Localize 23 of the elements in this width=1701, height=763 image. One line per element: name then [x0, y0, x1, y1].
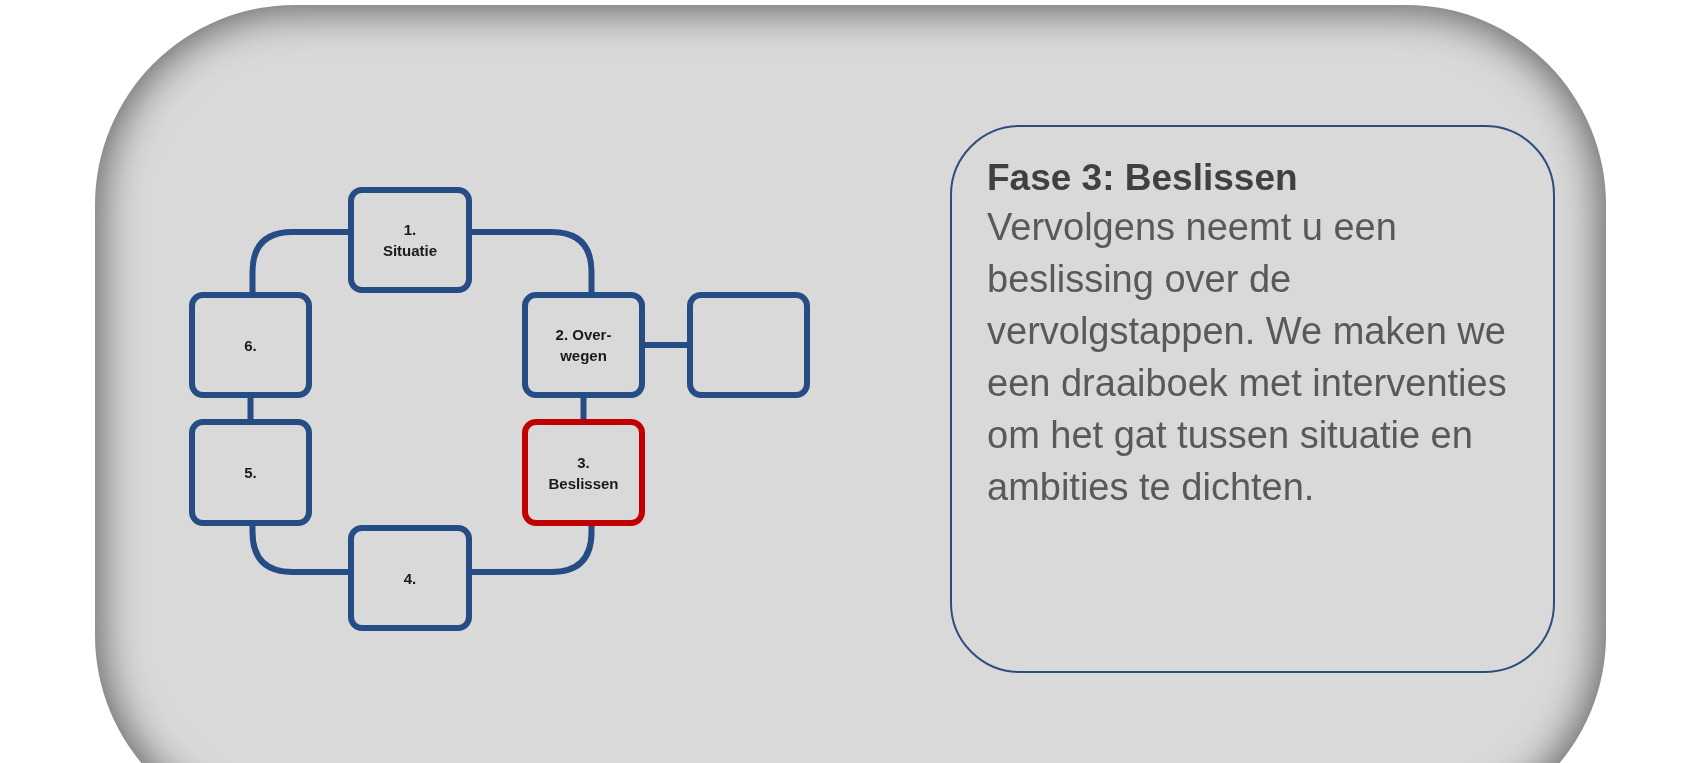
step-box [348, 525, 472, 631]
connector-line [247, 398, 254, 419]
step-label: 4. [403, 568, 417, 589]
phase-heading: Fase 3: Beslissen [987, 156, 1299, 200]
connector-line [249, 229, 348, 292]
step-label: 6. [244, 335, 257, 356]
step-label: 2. Over- wegen [554, 325, 613, 366]
description-panel [950, 125, 1555, 673]
step-label: 5. [244, 463, 257, 483]
step-label: 1. Situatie [381, 220, 439, 261]
phase-description: Vervolgens neemt u een beslissing over de vervolgstappen. We maken we een draaiboek met interventies om het gat tussen situatie en ambities te dichten. [987, 205, 1508, 511]
step-label: 3. Beslissen [547, 452, 620, 494]
connector-line [472, 229, 595, 292]
connector-line [645, 342, 687, 348]
step-box [522, 292, 645, 398]
empty-box [687, 292, 810, 398]
step-box [189, 292, 312, 398]
connector-line [472, 526, 595, 575]
connector-line [580, 398, 587, 419]
step-box [348, 187, 472, 293]
active-step-box [522, 419, 645, 526]
connector-line [249, 526, 348, 575]
step-box [189, 419, 312, 526]
